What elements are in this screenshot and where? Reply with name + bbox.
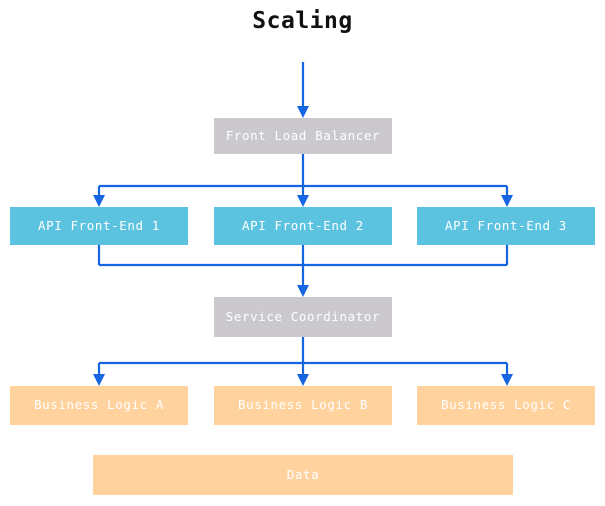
arrowhead-into-load-balancer: [297, 106, 309, 118]
node-front-load-balancer[interactable]: Front Load Balancer: [214, 118, 392, 154]
node-data[interactable]: Data: [93, 455, 513, 495]
node-api-front-end-1[interactable]: API Front-End 1: [10, 207, 188, 245]
arrowhead-into-business-logic-a: [93, 374, 105, 386]
arrowhead-into-business-logic-c: [501, 374, 513, 386]
node-business-logic-a[interactable]: Business Logic A: [10, 386, 188, 425]
node-api-front-end-2[interactable]: API Front-End 2: [214, 207, 392, 245]
node-service-coordinator[interactable]: Service Coordinator: [214, 297, 392, 337]
arrowhead-into-api-3: [501, 195, 513, 207]
page-title: Scaling: [252, 8, 353, 34]
arrowhead-into-service-coordinator: [297, 285, 309, 297]
node-api-front-end-3[interactable]: API Front-End 3: [417, 207, 595, 245]
arrowhead-into-api-2: [297, 195, 309, 207]
node-business-logic-c[interactable]: Business Logic C: [417, 386, 595, 425]
node-business-logic-b[interactable]: Business Logic B: [214, 386, 392, 425]
arrowhead-into-api-1: [93, 195, 105, 207]
arrowhead-into-business-logic-b: [297, 374, 309, 386]
